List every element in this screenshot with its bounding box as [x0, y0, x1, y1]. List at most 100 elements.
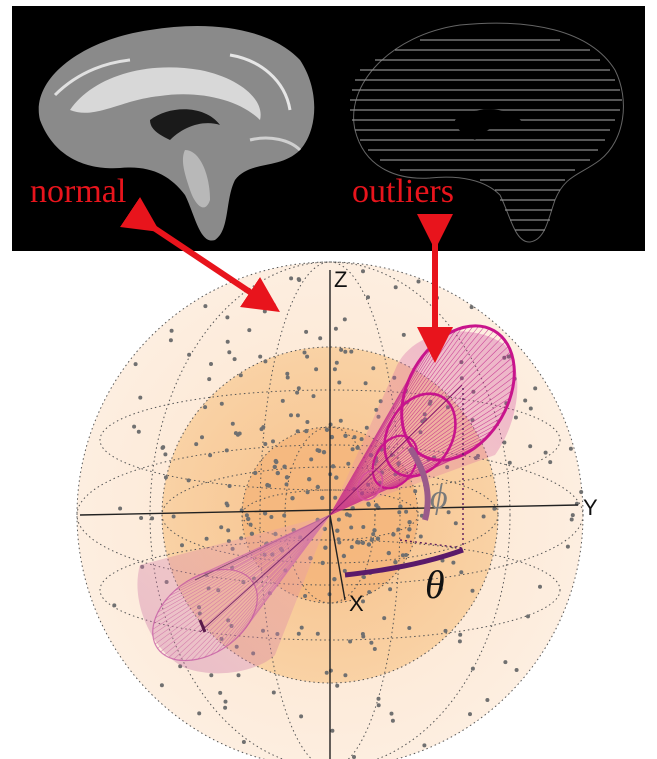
sample-point	[244, 513, 249, 518]
sample-point	[569, 517, 574, 522]
sample-point	[404, 553, 409, 557]
red-arrows	[120, 197, 453, 363]
sample-point	[533, 386, 538, 391]
sample-point	[284, 475, 290, 480]
sample-point	[253, 470, 258, 476]
sample-point	[284, 482, 289, 487]
sample-point	[568, 446, 573, 451]
sample-point	[453, 521, 458, 526]
sample-point	[303, 594, 308, 598]
sample-point	[513, 415, 518, 420]
sample-point	[224, 448, 229, 453]
sample-point	[570, 513, 575, 518]
sample-point	[233, 431, 238, 436]
sample-point	[171, 514, 176, 519]
brain-normal-image	[38, 25, 315, 241]
sample-point	[305, 420, 310, 424]
sample-point	[422, 743, 427, 748]
sample-point	[163, 475, 168, 480]
sample-point	[372, 528, 377, 533]
sample-point	[485, 698, 490, 702]
sample-point	[343, 673, 348, 678]
sample-point	[390, 718, 395, 723]
label-normal: normal	[30, 173, 126, 210]
sample-point	[133, 362, 138, 367]
sample-point	[404, 509, 409, 514]
sample-point	[249, 531, 255, 536]
sample-point	[398, 504, 403, 509]
sample-point	[502, 440, 507, 445]
sample-point	[548, 460, 553, 465]
sample-point	[315, 631, 320, 636]
sample-point	[503, 660, 508, 665]
sample-point	[352, 755, 356, 759]
sample-point	[295, 413, 300, 418]
sample-point	[258, 354, 263, 359]
sample-point	[318, 336, 323, 341]
sample-point	[361, 575, 366, 580]
sample-point	[320, 495, 325, 501]
sample-point	[209, 362, 213, 366]
sample-point	[203, 304, 208, 309]
sample-point	[376, 696, 381, 701]
sample-point	[168, 338, 173, 343]
label-outliers: outliers	[352, 173, 454, 210]
sample-point	[161, 445, 166, 450]
sample-point	[375, 536, 381, 541]
sample-point	[332, 577, 337, 582]
sample-point	[265, 482, 270, 488]
sample-point	[343, 433, 348, 438]
sample-point	[361, 525, 366, 529]
sample-point	[207, 377, 212, 382]
sample-point	[321, 450, 327, 455]
sample-point	[236, 673, 241, 678]
sample-point	[528, 406, 533, 411]
sample-point	[138, 395, 143, 400]
sample-point	[361, 599, 365, 604]
sample-point	[389, 711, 394, 716]
sample-point	[295, 390, 300, 395]
sample-point	[369, 640, 374, 645]
sample-point	[336, 517, 341, 522]
sample-point	[349, 525, 354, 530]
sample-point	[367, 590, 372, 595]
sample-point	[200, 435, 204, 440]
sample-point	[361, 634, 366, 639]
sample-point	[150, 516, 155, 521]
sample-point	[271, 690, 276, 695]
sample-point	[360, 540, 366, 545]
sample-point	[314, 367, 319, 372]
sample-point	[343, 349, 348, 354]
sample-point	[280, 398, 285, 403]
sample-point	[451, 560, 456, 565]
sample-point	[246, 516, 251, 522]
sample-point	[169, 328, 174, 333]
sample-point	[282, 513, 287, 518]
sample-point	[446, 510, 451, 515]
axis-label-y: Y	[583, 495, 598, 520]
sample-point	[344, 512, 350, 517]
sample-point	[309, 457, 314, 462]
sample-point	[369, 537, 375, 542]
phi-arc	[407, 446, 431, 521]
sample-point	[393, 285, 398, 290]
label-theta: θ	[425, 562, 445, 607]
sample-point	[382, 616, 387, 621]
sample-point	[224, 501, 229, 506]
sample-point	[269, 515, 274, 519]
sample-point	[338, 418, 343, 423]
sample-point	[372, 647, 377, 651]
sample-point	[469, 305, 474, 310]
sample-point	[324, 670, 329, 675]
sample-point	[334, 475, 339, 480]
sample-point	[346, 461, 351, 466]
sample-point	[187, 352, 192, 357]
sample-point	[329, 434, 335, 440]
sample-point	[118, 506, 123, 511]
sample-point	[481, 514, 486, 519]
label-phi: ϕ	[430, 479, 448, 516]
sample-point	[418, 534, 423, 539]
sample-point	[262, 309, 267, 314]
sample-point	[112, 603, 117, 608]
sample-point	[468, 712, 472, 717]
